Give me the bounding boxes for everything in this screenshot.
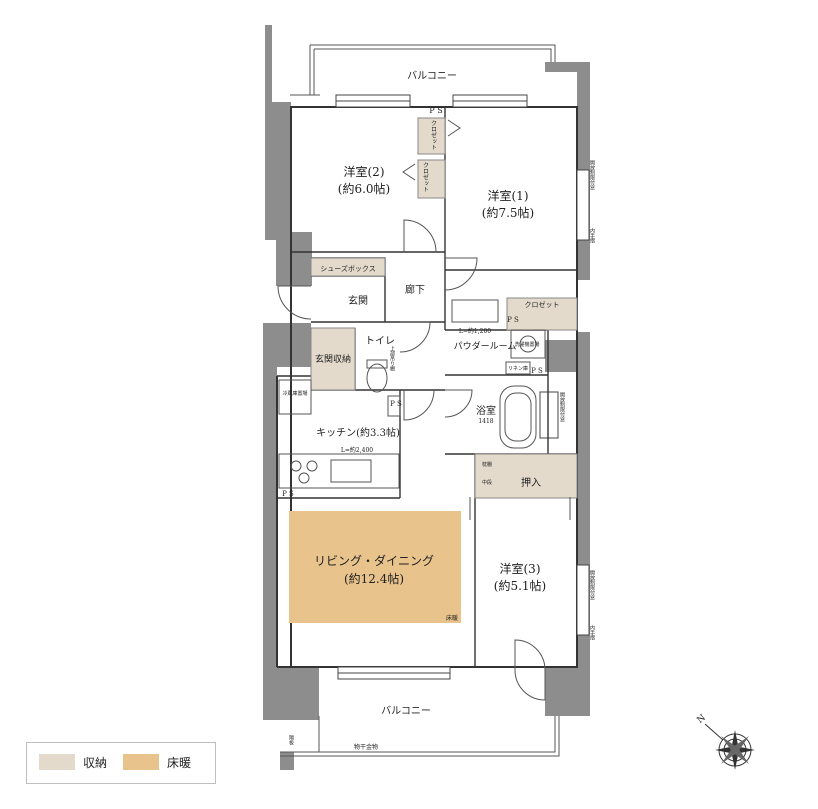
storage-areas: [310, 117, 578, 499]
balcony-north-label: バルコニー: [407, 70, 457, 82]
compass-icon: [704, 723, 755, 770]
fridge-label: 冷蔵庫置場: [282, 390, 307, 397]
room3-size: (約5.1帖): [494, 578, 546, 593]
floor-heating-area: [289, 511, 461, 623]
vanity-length-label: L=約1,200: [459, 327, 491, 335]
ps-toilet-label: P S: [390, 400, 402, 408]
laundry-hardware-label: 物干金物: [354, 743, 378, 751]
linen-label: リネン庫: [508, 365, 528, 372]
handrail-2: 内手摺: [589, 624, 595, 641]
kitchen-label: キッチン(約3.3帖): [316, 426, 400, 439]
toilet-shelf-label: 上部吊り棚: [389, 345, 395, 372]
powder-room-label: パウダールーム: [454, 340, 517, 352]
door-swings: [277, 219, 571, 701]
bath-size: 1418: [478, 418, 493, 425]
sash-note-1: 開放制限付窓: [589, 160, 595, 190]
ps-living-label: P S: [282, 490, 294, 498]
room1-name: 洋室(1): [488, 188, 529, 203]
legend-floor-heating-label: 床暖: [167, 756, 192, 770]
floor-heat-label: 床暖: [446, 614, 458, 622]
compass-north-label: N: [695, 713, 708, 726]
toilet-label: トイレ: [365, 336, 395, 347]
room2-name: 洋室(2): [344, 164, 385, 179]
balcony-railings: [280, 44, 560, 757]
legend: 収納 床暖: [26, 742, 216, 784]
bath-name: 浴室: [476, 404, 496, 417]
washer-label: 洗濯機置場: [514, 341, 539, 348]
makura-dana-label: 枕棚: [482, 461, 492, 468]
room3-name: 洋室(3): [500, 561, 541, 576]
sash-note-3: 開放制限付窓: [589, 570, 595, 600]
closet-c-label: クロゼット: [525, 300, 560, 309]
sash-note-2: 開放制限付窓: [559, 392, 565, 422]
kitchen-fixtures: [278, 379, 401, 489]
room1-size: (約7.5帖): [482, 205, 534, 220]
wet-fixtures: [366, 299, 546, 449]
shoe-box-label: シューズボックス: [320, 264, 375, 273]
windows: [335, 94, 590, 680]
legend-storage-label: 収納: [83, 756, 108, 770]
ps-powder-label: P S: [507, 316, 519, 324]
legend-floor-heating-swatch: [123, 754, 159, 770]
living-name: リビング・ダイニング: [314, 553, 434, 568]
rouka-label: 廊下: [405, 283, 425, 296]
genkan-label: 玄関: [348, 294, 368, 307]
oshiire-label: 押入: [521, 476, 541, 489]
ps-top-label: P S: [429, 106, 442, 115]
closet-marks: [402, 119, 461, 181]
balcony-south-label: バルコニー: [381, 705, 431, 717]
partition-label: 隔板: [288, 734, 294, 746]
handrail-1: 内手摺: [589, 227, 595, 244]
counter-length-label: L=約2,400: [341, 446, 373, 454]
living-size: (約12.4帖): [344, 571, 404, 586]
room2-size: (約6.0帖): [338, 181, 390, 196]
ps-bath-label: P S: [531, 367, 543, 375]
chu-dan-label: 中段: [482, 479, 492, 486]
legend-storage-swatch: [39, 754, 75, 770]
closet-a-label: クロゼット: [430, 120, 437, 150]
genkan-storage-label: 玄関収納: [315, 353, 351, 365]
closet-b-label: クロゼット: [422, 162, 429, 192]
